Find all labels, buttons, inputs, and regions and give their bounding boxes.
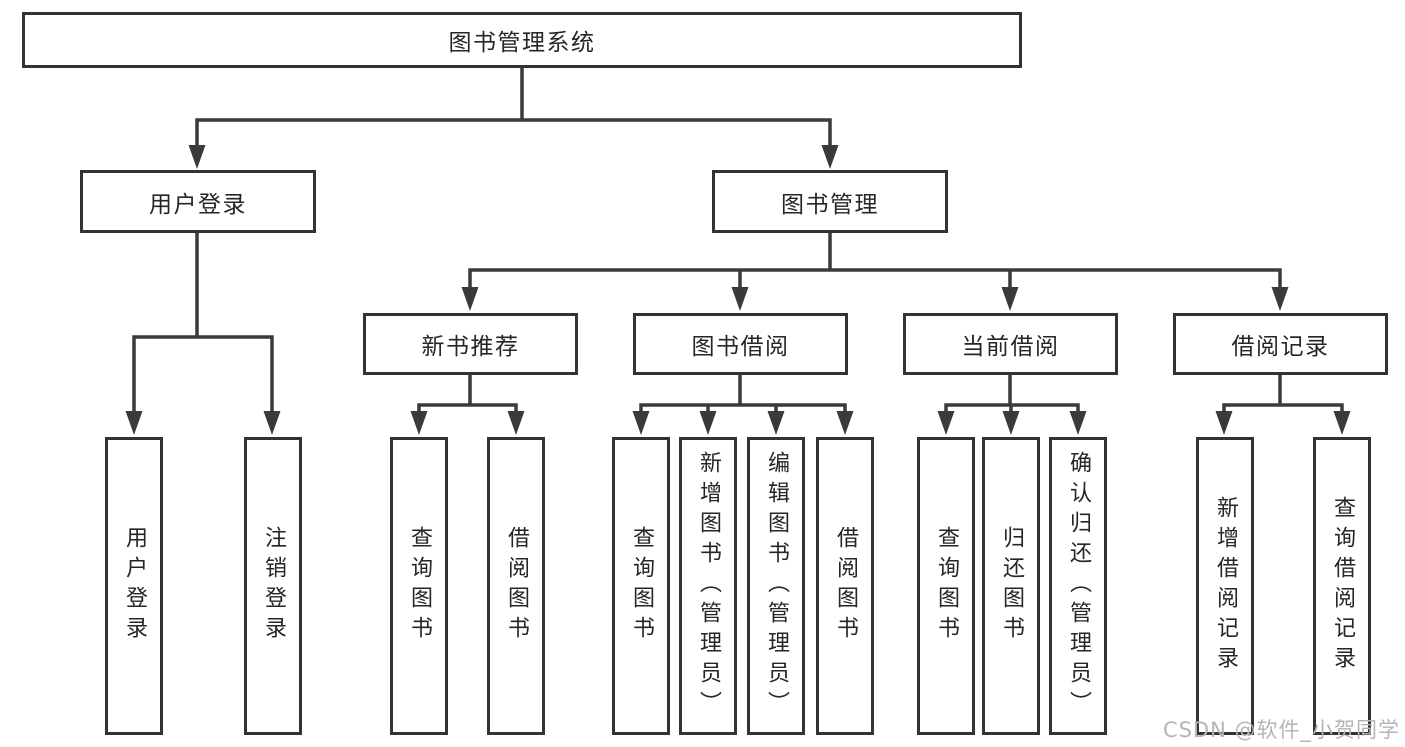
- leaf-borrow-books: 借阅图书: [816, 437, 874, 735]
- leaf-query-books-borrow: 查询图书: [612, 437, 670, 735]
- leaf-query-borrow-record: 查询借阅记录: [1313, 437, 1371, 735]
- leaf-label: 注销登录: [261, 526, 286, 646]
- node-label: 图书管理: [781, 191, 879, 218]
- leaf-label: 查询图书: [629, 526, 654, 646]
- leaf-return-book: 归还图书: [982, 437, 1040, 735]
- node-label: 用户登录: [149, 191, 247, 218]
- node-book-management: 图书管理: [712, 170, 948, 233]
- leaf-user-login: 用户登录: [105, 437, 163, 735]
- node-book-borrowing: 图书借阅: [633, 313, 848, 375]
- node-label: 图书借阅: [691, 334, 790, 360]
- node-book-management-system: 图书管理系统: [22, 12, 1022, 68]
- node-user-login: 用户登录: [80, 170, 316, 233]
- leaf-label: 新增图书（管理员）: [696, 451, 721, 721]
- connector-edges: [132, 66, 1344, 417]
- node-new-book-recommend: 新书推荐: [363, 313, 578, 375]
- arrowheads: [125, 145, 1351, 435]
- node-borrowing-records: 借阅记录: [1173, 313, 1388, 375]
- node-label: 借阅记录: [1231, 334, 1330, 360]
- node-label: 图书管理系统: [448, 30, 596, 56]
- leaf-query-books-recommend: 查询图书: [390, 437, 448, 735]
- leaf-label: 查询图书: [934, 526, 959, 646]
- leaf-label: 新增借阅记录: [1213, 496, 1238, 676]
- leaf-confirm-return-admin: 确认归还（管理员）: [1049, 437, 1107, 735]
- leaf-add-book-admin: 新增图书（管理员）: [679, 437, 737, 735]
- leaf-label: 借阅图书: [833, 526, 858, 646]
- node-current-borrowing: 当前借阅: [903, 313, 1118, 375]
- leaf-add-borrow-record: 新增借阅记录: [1196, 437, 1254, 735]
- leaf-edit-book-admin: 编辑图书（管理员）: [747, 437, 805, 735]
- leaf-label: 编辑图书（管理员）: [764, 451, 789, 721]
- leaf-label: 查询图书: [407, 526, 432, 646]
- leaf-label: 确认归还（管理员）: [1066, 451, 1091, 721]
- csdn-watermark: CSDN @软件_小贺同学: [1162, 718, 1400, 742]
- leaf-label: 查询借阅记录: [1330, 496, 1355, 676]
- node-label: 当前借阅: [961, 334, 1060, 360]
- leaf-label: 归还图书: [999, 526, 1024, 646]
- leaf-label: 用户登录: [122, 526, 147, 646]
- leaf-label: 借阅图书: [504, 526, 529, 646]
- node-label: 新书推荐: [421, 334, 520, 360]
- leaf-query-books-current: 查询图书: [917, 437, 975, 735]
- leaf-borrow-books-recommend: 借阅图书: [487, 437, 545, 735]
- leaf-logout: 注销登录: [244, 437, 302, 735]
